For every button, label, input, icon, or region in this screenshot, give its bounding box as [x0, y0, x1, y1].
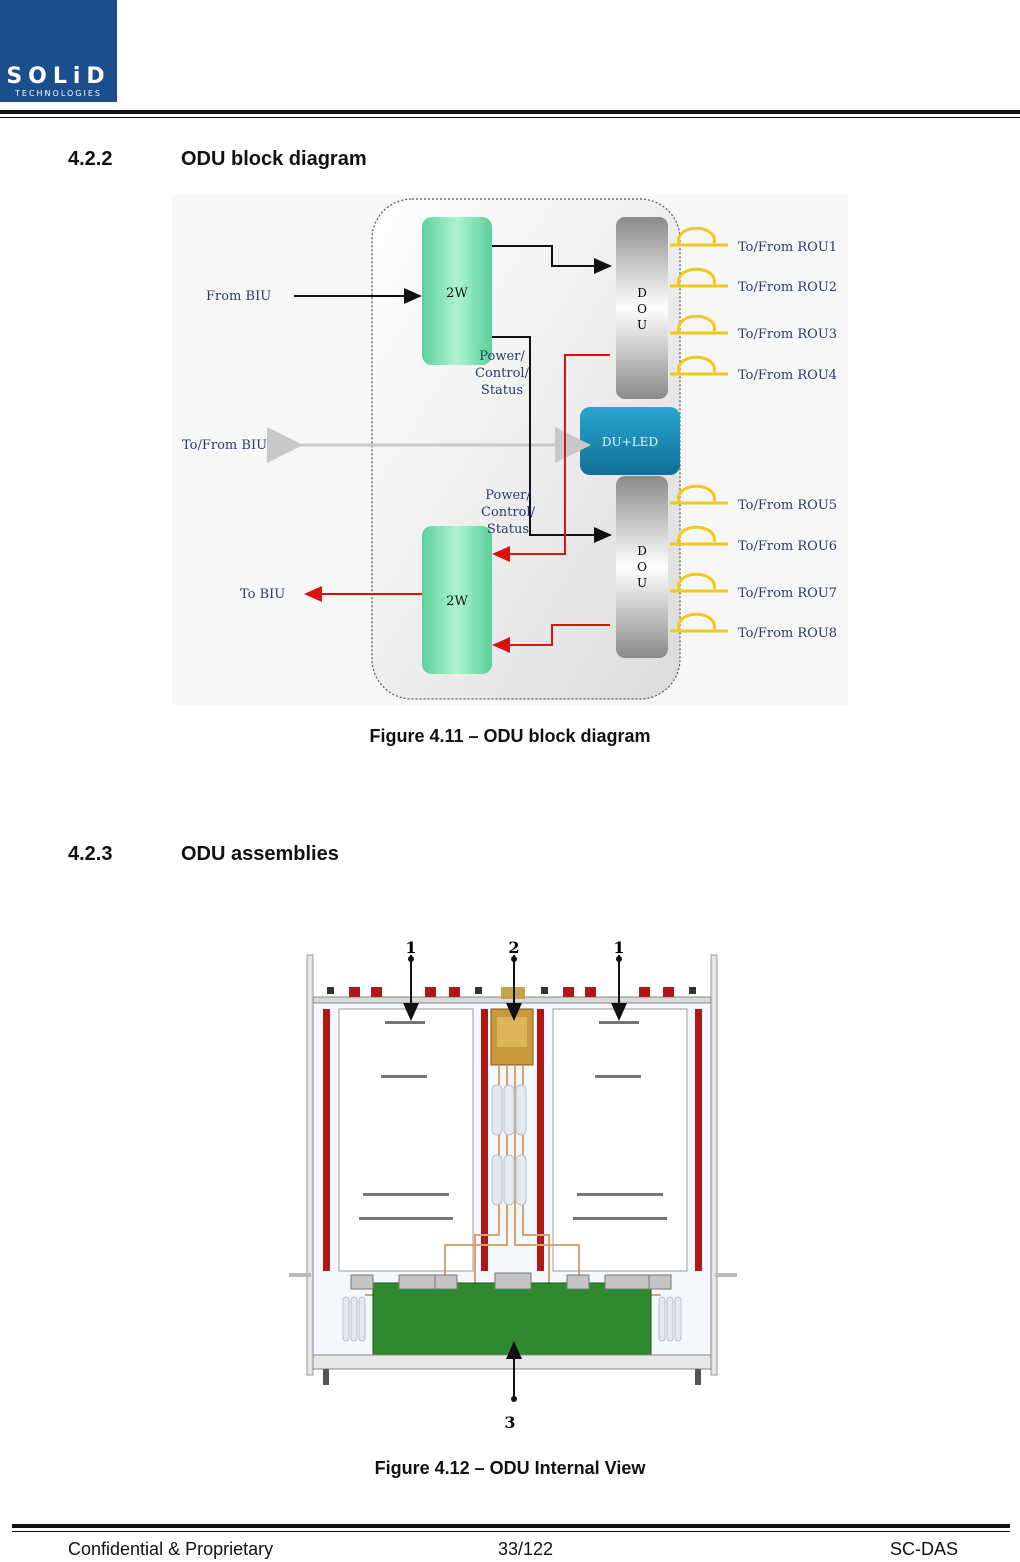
fiber-loop-6 [670, 525, 728, 546]
header-rule-thin [0, 117, 1020, 118]
twow-bottom-label: 2W [446, 594, 468, 609]
figure-412-caption: Figure 4.12 – ODU Internal View [374, 1458, 646, 1478]
fiber-loop-1 [670, 226, 728, 247]
footer-rule [12, 1524, 1010, 1528]
pcs-bottom-line1: Power/ [485, 488, 531, 503]
section-number-423: 4.2.3 [68, 843, 113, 865]
fiber-loop-8 [670, 612, 728, 633]
to-from-biu-label: To/From BIU [182, 438, 267, 453]
dou-bottom-return-path [492, 624, 610, 653]
odu-block-diagram: 2W 2W D O U D O U DU+LED From BIU To/Fro… [172, 195, 848, 705]
dou-top-d: D [637, 286, 647, 300]
fiber-loop-5 [670, 484, 728, 505]
front-connectors [327, 987, 696, 999]
footer-page-number: 33/122 [498, 1539, 554, 1559]
rou5-label: To/From ROU5 [738, 498, 837, 513]
left-foot [323, 1369, 329, 1385]
callout-dot-center [511, 956, 517, 962]
heat-sink-center [491, 1084, 527, 1206]
callout-label-center: 2 [508, 938, 519, 957]
right-foot [695, 1369, 701, 1385]
twow-to-dou-top-path [492, 245, 612, 274]
twow-module-top [422, 217, 492, 365]
twow-to-dou-bottom-path [492, 336, 612, 543]
rou1-label: To/From ROU1 [738, 240, 837, 255]
left-bracket [289, 1273, 311, 1277]
du-center-label [497, 1017, 527, 1047]
pcs-top-line1: Power/ [479, 349, 525, 364]
odu-internal-view: 1 2 1 3 [289, 938, 737, 1432]
pcs-top-line3: Status [481, 383, 523, 398]
dou-bottom-u: U [637, 576, 647, 590]
twow-top-label: 2W [446, 286, 468, 301]
rou7-label: To/From ROU7 [738, 586, 837, 601]
rou8-label: To/From ROU8 [738, 626, 837, 641]
fiber-loop-7 [670, 572, 728, 593]
left-red-strip [323, 1009, 330, 1271]
backplane-pcb [372, 1282, 652, 1356]
dou-bottom-d: D [637, 544, 647, 558]
fiber-loop-4 [670, 355, 728, 376]
fiber-loop-2 [670, 267, 728, 288]
callout-label-left: 1 [405, 938, 416, 957]
twow-module-bottom [422, 526, 492, 674]
callout-label-bottom: 3 [504, 1413, 515, 1432]
rear-panel [312, 1354, 712, 1370]
right-bracket [715, 1273, 737, 1277]
rou3-label: To/From ROU3 [738, 327, 837, 342]
logo-wordmark: SOLiD [6, 64, 111, 89]
callout-label-right: 1 [613, 938, 624, 957]
fiber-loop-3 [670, 314, 728, 335]
callout-dot-right [616, 956, 622, 962]
module-label-marks [359, 1021, 667, 1220]
logo-subtext: TECHNOLOGIES [15, 89, 102, 98]
dou-top-o: O [637, 302, 647, 316]
dou-unit-bottom [616, 476, 668, 658]
side-vents [342, 1296, 682, 1342]
rou2-label: To/From ROU2 [738, 280, 837, 295]
rou6-label: To/From ROU6 [738, 539, 837, 554]
section-number-422: 4.2.2 [68, 148, 113, 170]
to-biu-label: To BIU [240, 587, 285, 602]
footer-doc-id: SC-DAS [890, 1539, 959, 1559]
header-rule [0, 110, 1020, 114]
dou-unit-top [616, 217, 668, 399]
footer-rule-thin [12, 1531, 1010, 1532]
optic-module-right [552, 1008, 688, 1272]
company-logo [0, 0, 117, 102]
chassis-right-rail [710, 954, 718, 1376]
from-biu-label: From BIU [206, 289, 271, 304]
rou4-label: To/From ROU4 [738, 368, 837, 383]
chassis-left-rail [306, 954, 314, 1376]
optic-module-left [338, 1008, 474, 1272]
callout-dot-bottom [511, 1396, 517, 1402]
figure-411-caption: Figure 4.11 – ODU block diagram [369, 726, 651, 746]
dou-bottom-o: O [637, 560, 647, 574]
callout-dot-left [408, 956, 414, 962]
dou-top-u: U [637, 318, 647, 332]
pcs-bottom-line3: Status [487, 522, 529, 537]
center-red-strip-left [481, 1009, 488, 1271]
du-led-label: DU+LED [602, 435, 658, 449]
footer-confidential: Confidential & Proprietary [68, 1539, 274, 1559]
dou-top-return-path [492, 354, 610, 562]
center-red-strip-right [537, 1009, 544, 1271]
pcs-top-line2: Control/ [475, 366, 530, 381]
section-title-423: ODU assemblies [181, 843, 339, 865]
section-title-422: ODU block diagram [181, 148, 367, 170]
du-led-unit [580, 407, 680, 475]
fiber-loops [670, 226, 728, 633]
pcb-connectors [350, 1272, 672, 1290]
right-red-strip [695, 1009, 702, 1271]
pcs-bottom-line2: Control/ [481, 505, 536, 520]
